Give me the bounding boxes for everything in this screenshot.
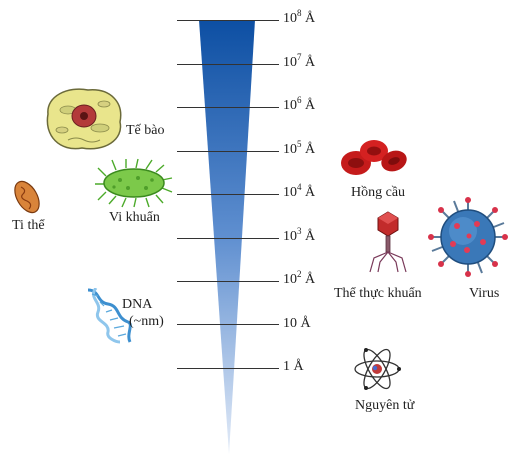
- dna-icon: [87, 288, 132, 344]
- tick-line-1e2: [177, 281, 279, 282]
- tick-label-1e8: 108 Å: [283, 8, 316, 27]
- tick-label-1e6: 106 Å: [283, 95, 316, 114]
- atom-label: Nguyên tử: [355, 398, 415, 413]
- virus-label: Virus: [469, 286, 500, 301]
- tick-line-1: [177, 368, 279, 369]
- tick-label-1e3: 103 Å: [283, 226, 316, 245]
- mitochondria-icon: [14, 180, 40, 214]
- virus-icon: [428, 197, 508, 277]
- cell-label: Tế bào: [126, 123, 165, 138]
- tick-line-1e5: [177, 151, 279, 152]
- bacteriophage-label: Thể thực khuẩn: [334, 286, 422, 301]
- tick-label-1e7: 107 Å: [283, 52, 316, 71]
- tick-label-1: 1 Å: [283, 359, 304, 374]
- red-blood-cell-icon: [341, 140, 407, 175]
- bacteriophage-icon: [369, 211, 407, 273]
- tick-line-1e7: [177, 64, 279, 65]
- tick-line-1e6: [177, 107, 279, 108]
- tick-line-1e3: [177, 238, 279, 239]
- atom-icon: [354, 348, 401, 390]
- cell-icon: [46, 88, 122, 150]
- tick-line-1e4: [177, 194, 279, 195]
- tick-label-10: 10 Å: [283, 316, 311, 331]
- tick-label-1e2: 102 Å: [283, 269, 316, 288]
- mitochondria-label: Ti thể: [12, 218, 45, 233]
- tick-label-1e4: 104 Å: [283, 182, 316, 201]
- tick-label-1e5: 105 Å: [283, 139, 316, 158]
- tick-line-10: [177, 324, 279, 325]
- bacteria-icon: [95, 158, 173, 208]
- dna-note: (~nm): [129, 314, 164, 329]
- bacteria-label: Vi khuẩn: [109, 210, 160, 225]
- dna-label: DNA: [122, 297, 153, 312]
- tick-line-1e8: [177, 20, 279, 21]
- red-blood-cell-label: Hồng cầu: [351, 185, 406, 200]
